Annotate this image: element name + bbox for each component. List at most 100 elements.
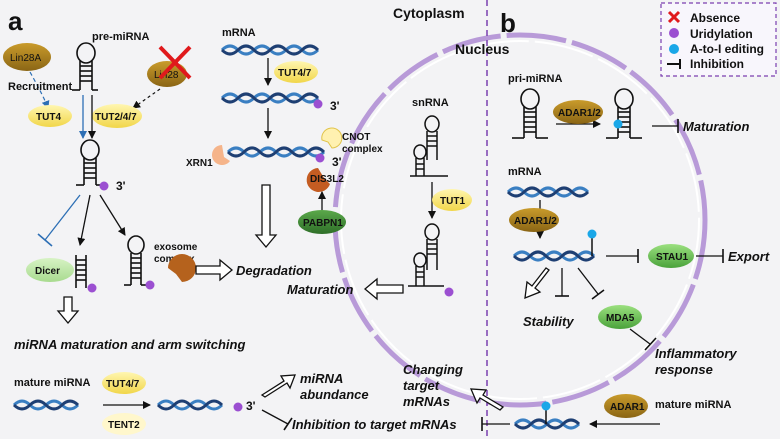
- mrna-helix-2b: [220, 92, 320, 104]
- mirna-abundance-label: miRNA abundance: [300, 371, 369, 402]
- legend: Absence Uridylation A-to-I editing Inhib…: [660, 2, 777, 77]
- tut247-protein: [92, 104, 142, 128]
- uridylation-mark-4: [313, 99, 323, 109]
- inhibit-inflammatory-line: [629, 328, 651, 345]
- cytoplasm-label: Cytoplasm: [393, 5, 465, 21]
- tut47-label: TUT4/7: [278, 68, 312, 79]
- absence-cross-icon: [158, 45, 192, 80]
- exosome-label-text: exosome: [154, 242, 198, 253]
- adar12-label-2: ADAR1/2: [514, 216, 557, 227]
- mrna-helix-1b: [220, 44, 320, 56]
- mda5-protein: [598, 305, 642, 329]
- snrna-uridylated: [408, 223, 444, 287]
- editing-mark-2: [587, 229, 597, 239]
- exosome-product-hairpin: [124, 235, 147, 286]
- uridylation-mark-1: [99, 181, 109, 191]
- lin28a-label: Lin28A: [10, 53, 41, 64]
- mature-mirna-helix-a2: [12, 399, 80, 411]
- legend-inhibition: Inhibition: [690, 57, 744, 71]
- tut247-label: TUT2/4/7: [95, 112, 137, 123]
- cnot-label-text: CNOT: [342, 132, 370, 143]
- inhibit-target-bar: [283, 417, 293, 431]
- editing-mark-3: [541, 401, 551, 411]
- three-prime-label-4: 3': [246, 399, 256, 413]
- hollow-arrow-abundance: [260, 374, 296, 398]
- pabpn1-protein: [298, 210, 346, 234]
- inflammatory-text: Inflammatory: [655, 346, 737, 361]
- pre-mirna-hairpin: [72, 42, 98, 91]
- tut47-protein: [274, 61, 318, 83]
- mirna-maturation-label: miRNA maturation and arm switching: [14, 337, 245, 352]
- maturation-label-a: Maturation: [287, 282, 354, 297]
- tut4-protein: [28, 105, 72, 127]
- mrna-label-b: mRNA: [508, 166, 542, 178]
- lin28-label: Lin28: [154, 70, 179, 81]
- uridylation-mark-7: [233, 402, 243, 412]
- pabpn1-label: PABPN1: [303, 218, 343, 229]
- snrna-label: snRNA: [412, 97, 449, 109]
- lin28a-protein: [3, 43, 51, 71]
- editing-icon: [669, 44, 679, 54]
- mrna-helix-b1b: [506, 186, 590, 198]
- dicer-label: Dicer: [35, 266, 60, 277]
- lin28-protein: [147, 61, 187, 87]
- dis3l2-label: DIS3L2: [310, 174, 344, 185]
- mature-mirna-label-a: mature miRNA: [14, 377, 90, 389]
- nucleus-label: Nucleus: [455, 41, 510, 57]
- uridylated-pre-mirna: [76, 139, 102, 186]
- uridylation-mark-6: [444, 287, 454, 297]
- panel-b-label: b: [500, 8, 516, 38]
- tut47b-label: TUT4/7: [106, 379, 140, 390]
- legend-uridylation: Uridylation: [690, 27, 753, 41]
- inhibit-dicer-bar: [37, 233, 53, 247]
- inhibit-target-line: [261, 409, 289, 425]
- uridylated-mirna-helix-2: [156, 399, 224, 411]
- mirna-abundance-text-line2: abundance: [300, 387, 369, 402]
- legend-absence: Absence: [690, 11, 740, 25]
- absence-icon: [667, 10, 681, 24]
- adar1-label: ADAR1: [610, 402, 645, 413]
- tut47b-protein: [102, 372, 146, 394]
- three-prime-label-1: 3': [116, 179, 126, 193]
- inflammatory-label: Inflammatory response: [655, 346, 740, 377]
- lin28-dashed-arrow: [132, 88, 161, 109]
- export-label: Export: [728, 249, 770, 264]
- adar12-protein-1: [553, 100, 603, 124]
- inhibition-icon: [667, 59, 681, 69]
- adar1-protein: [604, 394, 648, 418]
- changing-text: Changing: [403, 362, 463, 377]
- stau1-protein: [648, 244, 694, 268]
- hollow-arrow-degradation-right: [195, 258, 234, 282]
- maturation-label-b: Maturation: [683, 119, 750, 134]
- three-prime-label-3: 3': [332, 155, 342, 169]
- dis3l2-shape: [306, 168, 330, 192]
- edited-mrna-helix-b: [512, 250, 596, 262]
- editing-mark-1: [613, 119, 623, 129]
- recruitment-label: Recruitment: [8, 81, 73, 93]
- edited-mrna-helix: [512, 250, 596, 262]
- panel-a-label: a: [8, 6, 23, 36]
- mrna-helix-3b: [226, 146, 326, 158]
- cnot-label-text-line2: complex: [342, 144, 383, 155]
- legend-editing: A-to-I editing: [690, 42, 764, 56]
- cnot-label: CNOT complex: [342, 132, 383, 155]
- arrow-to-exosome-product: [99, 194, 126, 236]
- exosome-complex-shape: [168, 254, 196, 282]
- hollow-arrow-maturation: [56, 296, 80, 325]
- xrn1-shape: [211, 145, 230, 165]
- xrn1-label: XRN1: [186, 158, 213, 169]
- adar12-protein-2: [509, 208, 559, 232]
- cnot-complex-shape: [321, 127, 343, 149]
- tent2-protein: [102, 413, 146, 435]
- edited-pri-mirna: [606, 88, 642, 139]
- inflammatory-text-line2: response: [655, 362, 713, 377]
- tut4-label: TUT4: [36, 112, 61, 123]
- changing-text-line3: mRNAs: [403, 394, 450, 409]
- uridylation-mark-2: [87, 283, 97, 293]
- arrow-to-dicer-product: [77, 194, 91, 246]
- uridylation-mark-3: [145, 280, 155, 290]
- uridylation-icon: [669, 28, 679, 38]
